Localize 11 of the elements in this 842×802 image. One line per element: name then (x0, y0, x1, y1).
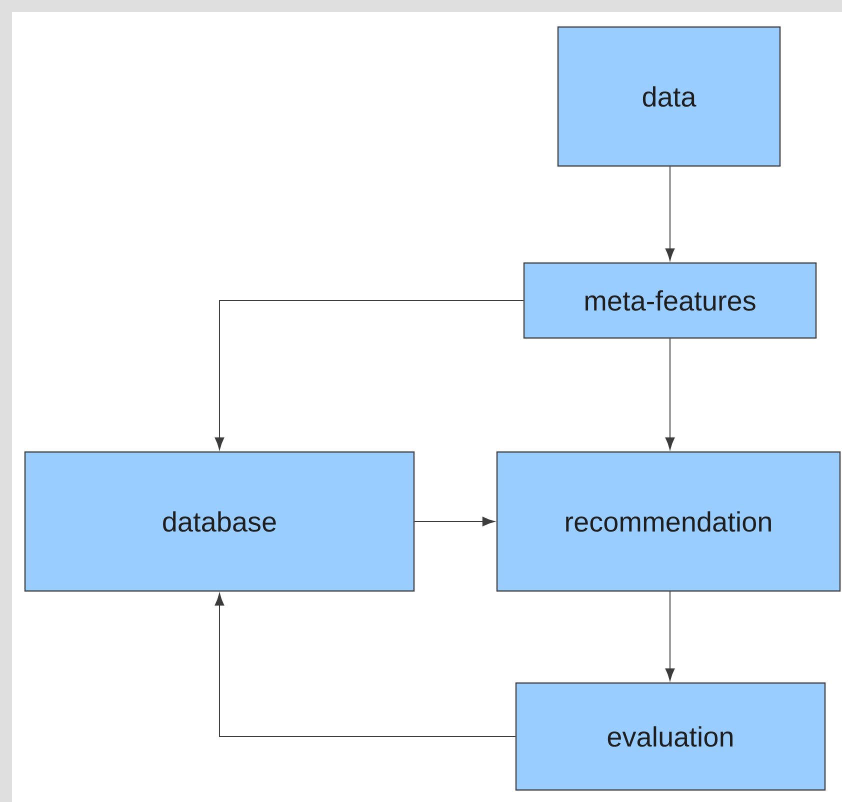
arrow (665, 166, 675, 261)
arrow (665, 338, 675, 450)
arrow (414, 516, 495, 526)
arrow (214, 593, 516, 737)
process-box: meta-features (523, 262, 817, 339)
process-box: evaluation (515, 682, 826, 791)
arrow (665, 591, 675, 681)
process-box: recommendation (496, 451, 841, 592)
process-box: database (24, 451, 415, 592)
process-box: data (557, 26, 781, 167)
arrow (214, 300, 524, 450)
